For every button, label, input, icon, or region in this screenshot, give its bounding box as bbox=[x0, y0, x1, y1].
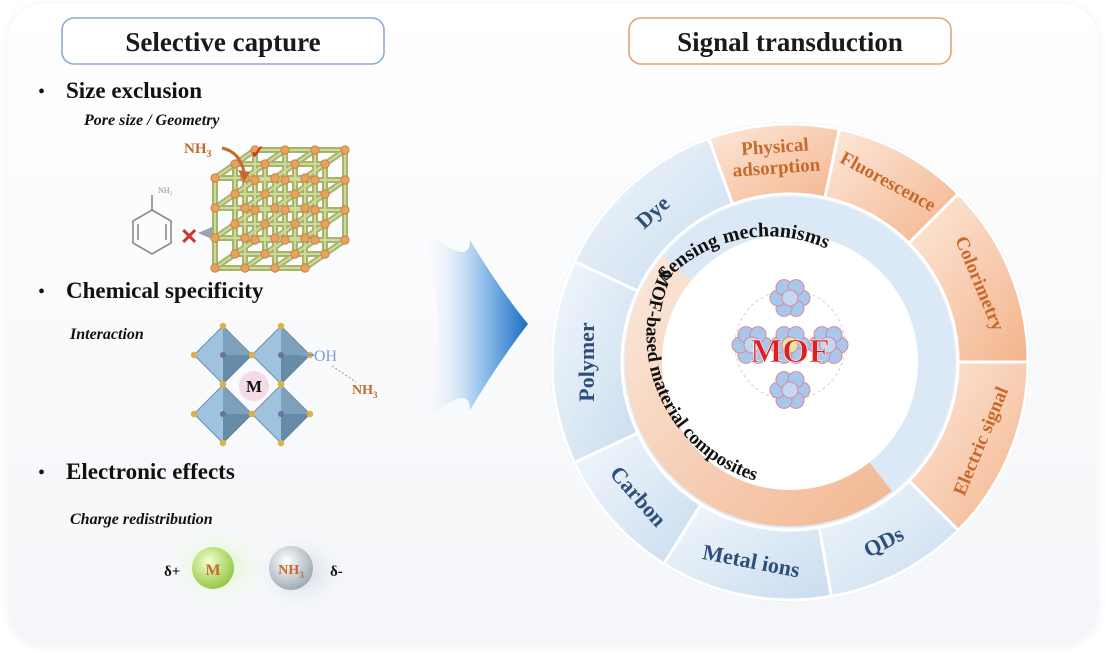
metal-site-label: M bbox=[246, 377, 262, 396]
right-header-text: Signal transduction bbox=[677, 27, 903, 57]
blocked-arrow-icon bbox=[198, 227, 212, 239]
size-exclusion-subtitle: Pore size / Geometry bbox=[83, 112, 220, 129]
accepted-check-icon: ✓ bbox=[250, 142, 265, 162]
delta-plus-label: δ+ bbox=[164, 564, 180, 580]
electronic-effects-subtitle: Charge redistribution bbox=[70, 511, 213, 528]
left-header-text: Selective capture bbox=[125, 27, 320, 57]
hydrogen-bond-line bbox=[331, 365, 357, 383]
ammonia-entry-arrow bbox=[221, 146, 246, 173]
mof-framework-cube-icon bbox=[210, 145, 350, 273]
blocked-cross-icon: ✕ bbox=[180, 224, 198, 249]
ammonia-sphere-icon bbox=[269, 546, 313, 590]
metal-sphere-label: M bbox=[205, 562, 220, 579]
metal-sphere-icon bbox=[192, 547, 234, 589]
right-header: Signal transduction bbox=[628, 17, 952, 65]
size-exclusion-title: Size exclusion bbox=[66, 78, 202, 103]
bullet-3: • bbox=[38, 462, 45, 484]
chemical-specificity-section: • Chemical specificity Interaction M OH … bbox=[38, 278, 378, 447]
ammonia-bound-label: NH3 bbox=[352, 383, 378, 400]
mof-structure-icon bbox=[731, 279, 849, 409]
right-header-box bbox=[628, 17, 952, 65]
delta-minus-label: δ- bbox=[330, 564, 343, 580]
left-header: Selective capture bbox=[61, 17, 385, 65]
ammonia-sphere-label: NH3 bbox=[278, 563, 304, 580]
aniline-label: NH₂ bbox=[158, 186, 173, 195]
electronic-effects-title: Electronic effects bbox=[66, 459, 235, 484]
aniline-molecule-icon bbox=[132, 195, 172, 255]
chemical-specificity-title: Chemical specificity bbox=[66, 278, 264, 303]
bullet-1: • bbox=[38, 81, 45, 103]
hydroxyl-label: OH bbox=[314, 348, 338, 365]
material-segment-4 bbox=[572, 136, 735, 293]
electronic-effects-section: • Electronic effects Charge redistributi… bbox=[38, 459, 356, 618]
transition-arrow-icon bbox=[420, 225, 528, 425]
size-exclusion-section: • Size exclusion Pore size / Geometry NH… bbox=[38, 78, 350, 273]
center-disc bbox=[662, 234, 918, 490]
left-header-box bbox=[61, 17, 385, 65]
mechanism-label-0: Physicaladsorption bbox=[731, 134, 822, 182]
ammonia-label: NH3 bbox=[184, 141, 212, 160]
bullet-2: • bbox=[38, 281, 45, 303]
octahedra-framework-icon bbox=[190, 322, 314, 447]
material-label-3: Polymer bbox=[574, 322, 599, 402]
mof-center-label: MOF bbox=[750, 333, 829, 370]
chemical-specificity-subtitle: Interaction bbox=[69, 326, 144, 343]
metal-site-icon bbox=[239, 371, 269, 401]
